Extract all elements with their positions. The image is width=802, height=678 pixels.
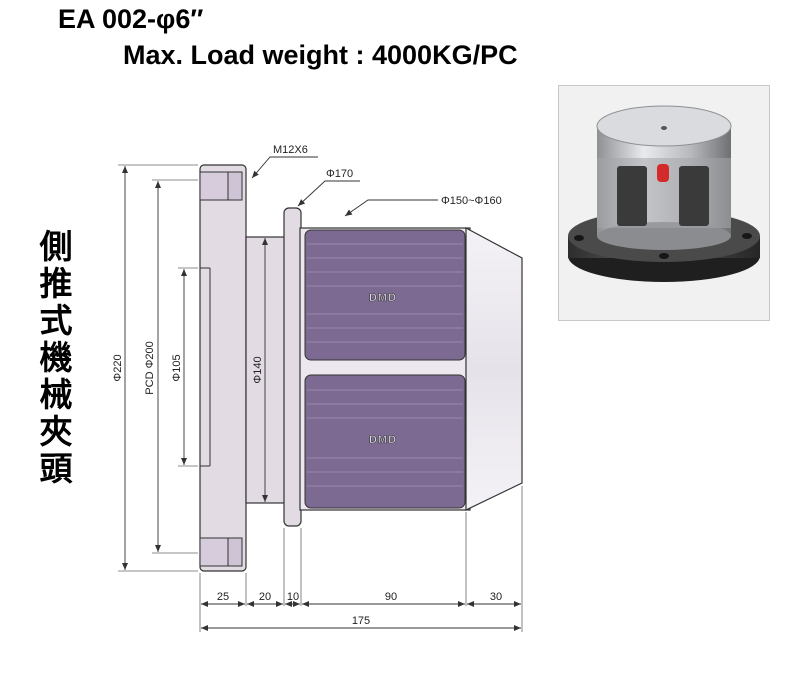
side-char: 式 [39, 301, 73, 340]
thread-label: M12X6 [273, 144, 308, 156]
vertical-dim-labels: Φ220 PCD Φ200 Φ105 Φ140 [112, 341, 264, 394]
chuck-photo-illustration [568, 105, 760, 282]
thin-flange [283, 207, 302, 527]
jaw-range-label: Φ150~Φ160 [441, 195, 502, 207]
side-char: 頭 [39, 449, 73, 488]
outer-dia-label: Φ220 [112, 354, 124, 381]
pcd-label: PCD Φ200 [144, 341, 156, 394]
jaw-upper [304, 229, 466, 361]
dim-20-label: 20 [259, 591, 271, 603]
horizontal-dimension-lines [201, 601, 521, 631]
side-char: 側 [39, 227, 73, 266]
dim-10-label: 10 [287, 591, 299, 603]
jaw-mark-top: DMD [369, 292, 397, 304]
model-title: EA 002-φ6″ [58, 4, 204, 34]
side-char: 械 [39, 375, 73, 414]
max-load-label: Max. Load weight : 4000KG/PC [123, 40, 518, 70]
side-char: 夾 [39, 412, 73, 451]
side-title-chinese: 側 推 式 機 械 夾 頭 [36, 228, 76, 487]
jaw-mark-bottom: DMD [369, 434, 397, 446]
horizontal-dim-labels: 25 20 10 90 30 175 [217, 591, 502, 627]
dim-90-label: 90 [385, 591, 397, 603]
cone-tip [465, 226, 523, 511]
side-char: 機 [39, 338, 73, 377]
flange-dia-label: Φ170 [326, 168, 353, 180]
neck-dia-label: Φ140 [252, 356, 264, 383]
vertical-dimension-lines [122, 166, 268, 570]
dim-25-label: 25 [217, 591, 229, 603]
product-photo [558, 85, 770, 321]
side-char: 推 [39, 264, 73, 303]
base-flange [199, 164, 247, 572]
jaw-lower [304, 374, 466, 509]
extension-lines [118, 164, 523, 632]
leader-lines [251, 156, 438, 217]
bore-dia-label: Φ105 [171, 354, 183, 381]
dim-30-label: 30 [490, 591, 502, 603]
dim-total-label: 175 [352, 615, 370, 627]
